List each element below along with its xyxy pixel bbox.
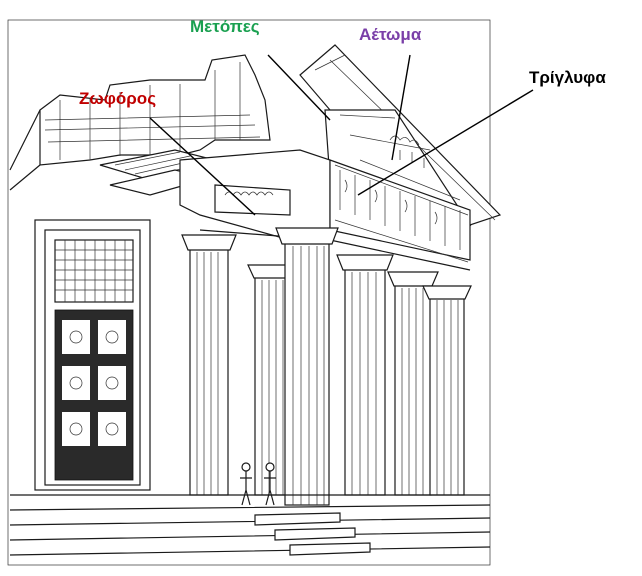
metopes-label: Μετόπες xyxy=(190,17,260,36)
human-figures xyxy=(240,462,276,506)
zoforos-pointer-line xyxy=(149,117,256,216)
aetoma-pointer-line xyxy=(391,54,411,161)
metopes-pointer-line xyxy=(267,54,331,121)
columns xyxy=(181,227,472,506)
ruined-wall xyxy=(9,54,271,191)
zoforos-label: Ζωφόρος xyxy=(79,89,157,108)
triglyfa-pointer-line xyxy=(357,89,534,196)
triglyfa-label: Τρίγλυφα xyxy=(529,68,606,87)
aetoma-label: Αέτωμα xyxy=(359,25,422,44)
temple-door xyxy=(34,219,151,491)
label-pointers xyxy=(149,54,534,216)
figure-frame xyxy=(7,19,491,566)
stylobate-steps xyxy=(9,494,491,556)
entablature xyxy=(179,149,471,271)
